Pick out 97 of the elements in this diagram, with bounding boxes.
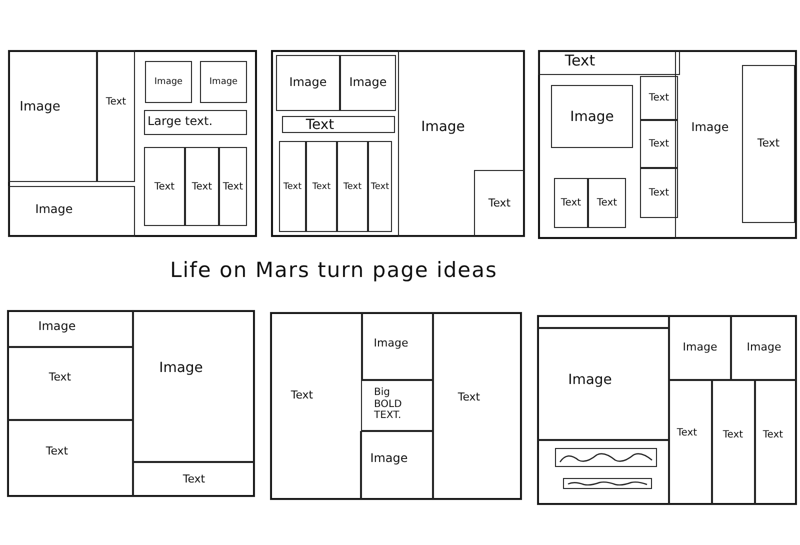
layout-cell (537, 328, 669, 440)
placeholder-label: Text (283, 181, 302, 192)
layout-cell (270, 312, 362, 500)
page-layout-frame (7, 310, 255, 497)
layout-cell (537, 440, 669, 505)
layout-cell (219, 147, 247, 226)
layout-cell (398, 50, 525, 237)
placeholder-label: Text (192, 180, 212, 192)
placeholder-label: Text (648, 138, 670, 150)
placeholder-label: Text (722, 429, 744, 441)
placeholder-label: Text (757, 138, 780, 150)
layout-cell (133, 310, 255, 462)
page-layout-frame (271, 50, 525, 237)
layout-cell (282, 116, 395, 133)
placeholder-label: Image (154, 76, 183, 88)
layout-cell (7, 310, 133, 347)
placeholder-label: Text (676, 427, 698, 439)
placeholder-label: Text (46, 446, 68, 458)
placeholder-label: Text (762, 429, 784, 441)
layout-cell (337, 141, 368, 232)
placeholder-label: Text (370, 181, 390, 192)
layout-cell (279, 141, 306, 232)
layout-cell (7, 347, 133, 420)
layout-cell (8, 50, 97, 182)
placeholder-label: Text (343, 181, 362, 192)
layout-cell (731, 315, 797, 380)
layout-cell (712, 380, 755, 505)
placeholder-label: Text (596, 197, 618, 209)
layout-cell (360, 431, 433, 500)
placeholder-label: Image (568, 372, 612, 388)
layout-cell (368, 141, 392, 232)
placeholder-label: Text (48, 372, 72, 384)
layout-cell (537, 315, 669, 328)
layout-cell (145, 61, 192, 103)
layout-cell (474, 170, 525, 237)
layout-cell (554, 178, 588, 228)
layout-cell (433, 312, 522, 500)
layout-cell (675, 50, 797, 239)
layout-cell (640, 168, 678, 218)
placeholder-label: Text (648, 92, 670, 104)
page-layout-frame (538, 50, 797, 239)
layout-cell (551, 85, 633, 148)
placeholder-label: Text (290, 390, 314, 402)
placeholder-label: Text (106, 96, 126, 108)
layout-cell (669, 380, 712, 505)
layout-cell (200, 61, 247, 103)
page-layout-frame (537, 315, 797, 505)
placeholder-label: Image (746, 341, 782, 354)
text-placeholder-bar (555, 448, 657, 467)
placeholder-label: Image (421, 118, 465, 136)
page-layout-frame (8, 50, 257, 237)
layout-cell (538, 50, 680, 75)
placeholder-label: Text (488, 197, 511, 210)
placeholder-label: Image (35, 203, 73, 217)
layout-cell (340, 55, 396, 111)
title: Life on Mars turn page ideas (170, 258, 498, 282)
placeholder-label: Text (154, 180, 175, 192)
placeholder-label: Text (182, 473, 206, 486)
layout-cell (144, 110, 247, 135)
placeholder-label: Text (458, 392, 480, 404)
text-placeholder-bar (563, 478, 652, 489)
layout-cell (669, 315, 731, 380)
placeholder-label: Image (159, 360, 203, 376)
placeholder-label: Text (312, 181, 331, 192)
layout-cell (144, 147, 185, 226)
layout-cell (133, 462, 255, 497)
layout-cell (742, 65, 795, 223)
placeholder-label: Image (289, 76, 327, 90)
placeholder-label: Text (560, 197, 582, 209)
layout-cell (361, 380, 433, 431)
placeholder-label: Image (20, 100, 60, 116)
layout-cell (640, 76, 678, 120)
placeholder-label: Image (374, 338, 408, 350)
placeholder-label: Text (306, 116, 334, 134)
layout-cell (755, 380, 797, 505)
layout-cell (362, 312, 433, 380)
layout-cell (8, 186, 135, 237)
placeholder-label: Image (570, 108, 614, 125)
placeholder-label: Text (222, 180, 244, 192)
placeholder-label: Image (209, 76, 238, 88)
placeholder-label: Image (682, 341, 718, 354)
layout-cell (7, 420, 133, 497)
placeholder-label: Text (648, 187, 670, 199)
placeholder-label: Large text. (147, 115, 213, 129)
placeholder-label: Big BOLD TEXT. (374, 386, 403, 422)
placeholder-label: Image (370, 452, 408, 466)
placeholder-label: Image (38, 320, 76, 334)
layout-cell (97, 50, 135, 182)
layout-cell (276, 55, 340, 111)
layout-cell (640, 120, 678, 168)
placeholder-label: Image (691, 121, 729, 135)
layout-cell (185, 147, 219, 226)
placeholder-label: Text (564, 52, 596, 70)
page-layout-frame (270, 312, 522, 500)
layout-cell (306, 141, 337, 232)
placeholder-label: Image (349, 76, 387, 90)
layout-cell (588, 178, 626, 228)
